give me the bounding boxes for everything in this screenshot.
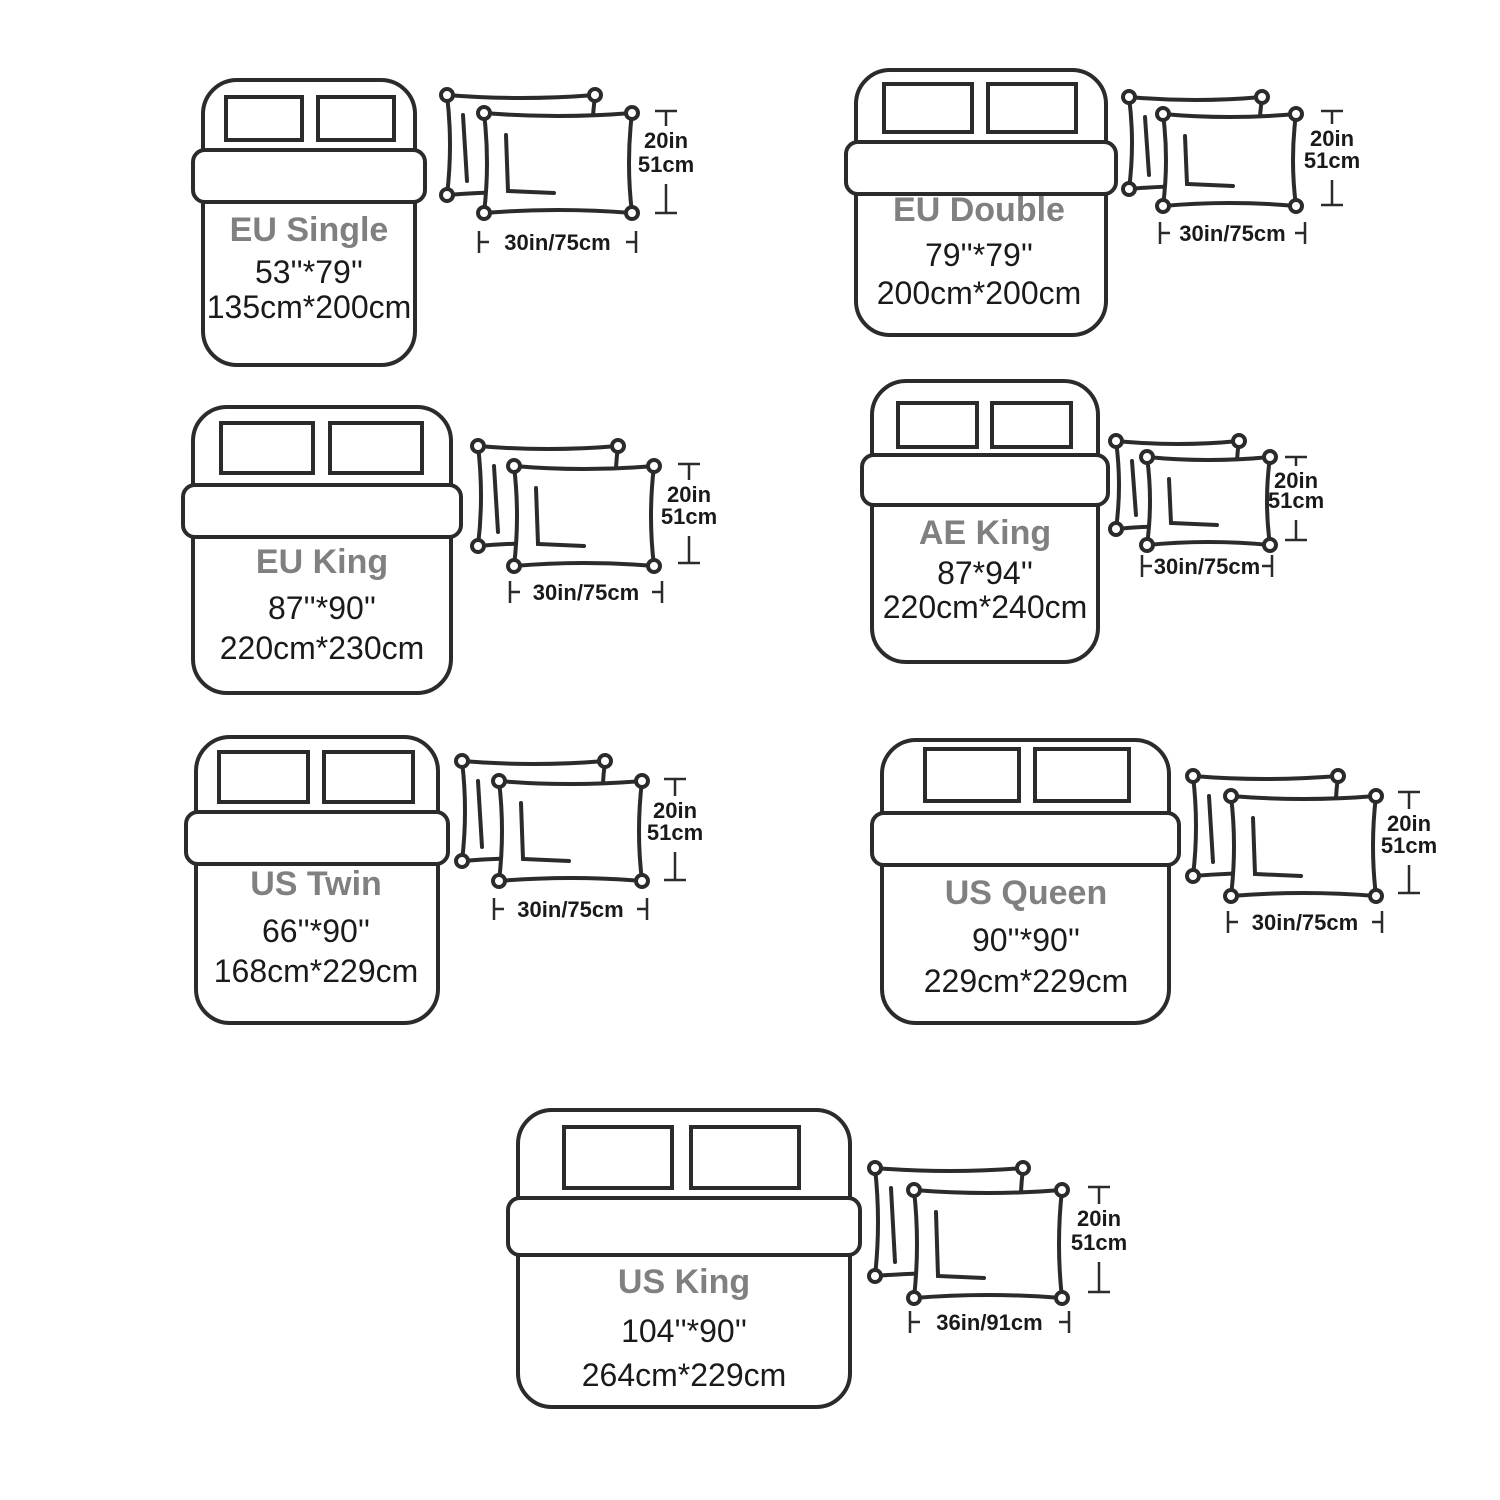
bed-size-cm: 220cm*240cm: [883, 589, 1088, 625]
blanket-fold: [870, 811, 1181, 867]
blanket-fold: [844, 140, 1118, 196]
pillow-width: 30in/75cm: [1252, 910, 1358, 935]
pillow-height-cm: 51cm: [1381, 833, 1437, 858]
pillow-height-in: 20in: [1274, 468, 1318, 493]
pillow-height-cm: 51cm: [661, 504, 717, 529]
pillow-height-cm: 51cm: [1304, 148, 1360, 173]
headboard-pillow: [689, 1125, 801, 1190]
pillow-front: [476, 105, 640, 221]
bed-size-cm: 168cm*229cm: [214, 953, 419, 989]
headboard-pillow: [882, 82, 974, 134]
headboard-pillow: [219, 421, 315, 475]
blanket-fold: [506, 1196, 862, 1257]
bed-outline: [191, 405, 453, 695]
bed-size-cm: 200cm*200cm: [877, 275, 1082, 311]
headboard-pillow: [322, 750, 415, 804]
headboard-pillow: [923, 747, 1021, 803]
bed-outline: [880, 738, 1171, 1025]
bed-size-inches: 90''*90'': [972, 922, 1080, 958]
pillow-height-cm: 51cm: [638, 152, 694, 177]
blanket-fold: [860, 453, 1110, 507]
blanket-fold: [191, 148, 427, 204]
pillow-width: 30in/75cm: [1154, 554, 1260, 579]
bed-size-cm: 229cm*229cm: [924, 963, 1129, 999]
pillow-width: 30in/75cm: [533, 580, 639, 605]
headboard-pillow: [328, 421, 424, 475]
pillow-width: 30in/75cm: [517, 897, 623, 922]
pillow-height-in: 20in: [667, 482, 711, 507]
pillow-height-in: 20in: [1310, 126, 1354, 151]
pillow-width: 30in/75cm: [504, 230, 610, 255]
bed-outline: [870, 379, 1100, 664]
bed-name: EU King: [256, 543, 388, 581]
bed-size-inches: 79''*79'': [925, 237, 1033, 273]
bed-name: EU Single: [230, 211, 389, 249]
headboard-pillow: [217, 750, 310, 804]
bed-size-cm: 220cm*230cm: [220, 630, 425, 666]
headboard-pillow: [1033, 747, 1131, 803]
bed-name: EU Double: [893, 191, 1065, 229]
bed-size-inches: 104''*90'': [621, 1313, 747, 1349]
pillow-front: [1223, 788, 1384, 904]
bed-name: US King: [618, 1263, 750, 1301]
pillow-height-cm: 51cm: [1071, 1230, 1127, 1255]
pillow-height-in: 20in: [653, 798, 697, 823]
headboard-pillow: [316, 95, 396, 142]
pillow-height-in: 20in: [644, 128, 688, 153]
bed-name: US Queen: [945, 874, 1107, 912]
bed-size-inches: 87''*90'': [268, 590, 376, 626]
bed-size-inches: 53''*79'': [255, 254, 363, 290]
headboard-pillow: [896, 401, 979, 449]
headboard-pillow: [224, 95, 304, 142]
bed-outline: [854, 68, 1108, 337]
pillow-front: [491, 773, 650, 889]
pillow-front: [1155, 106, 1304, 214]
pillow-width: 30in/75cm: [1179, 221, 1285, 246]
bed-size-cm: 264cm*229cm: [582, 1357, 787, 1393]
bed-name: AE King: [919, 514, 1051, 552]
pillow-height-in: 20in: [1077, 1206, 1121, 1231]
bed-size-cm: 135cm*200cm: [207, 289, 412, 325]
blanket-fold: [181, 483, 463, 539]
blanket-fold: [184, 810, 450, 866]
bed-size-inches: 66''*90'': [262, 913, 370, 949]
pillow-height-cm: 51cm: [1268, 488, 1324, 513]
pillow-width: 36in/91cm: [936, 1310, 1042, 1335]
headboard-pillow: [562, 1125, 674, 1190]
pillow-front: [506, 458, 662, 574]
bed-outline: [194, 735, 440, 1025]
bed-name: US Twin: [250, 865, 382, 903]
headboard-pillow: [990, 401, 1073, 449]
pillow-height-cm: 51cm: [647, 820, 703, 845]
pillow-front: [906, 1182, 1070, 1306]
headboard-pillow: [986, 82, 1078, 134]
pillow-height-in: 20in: [1387, 811, 1431, 836]
pillow-front: [1139, 449, 1278, 553]
bed-size-inches: 87*94'': [937, 555, 1033, 591]
